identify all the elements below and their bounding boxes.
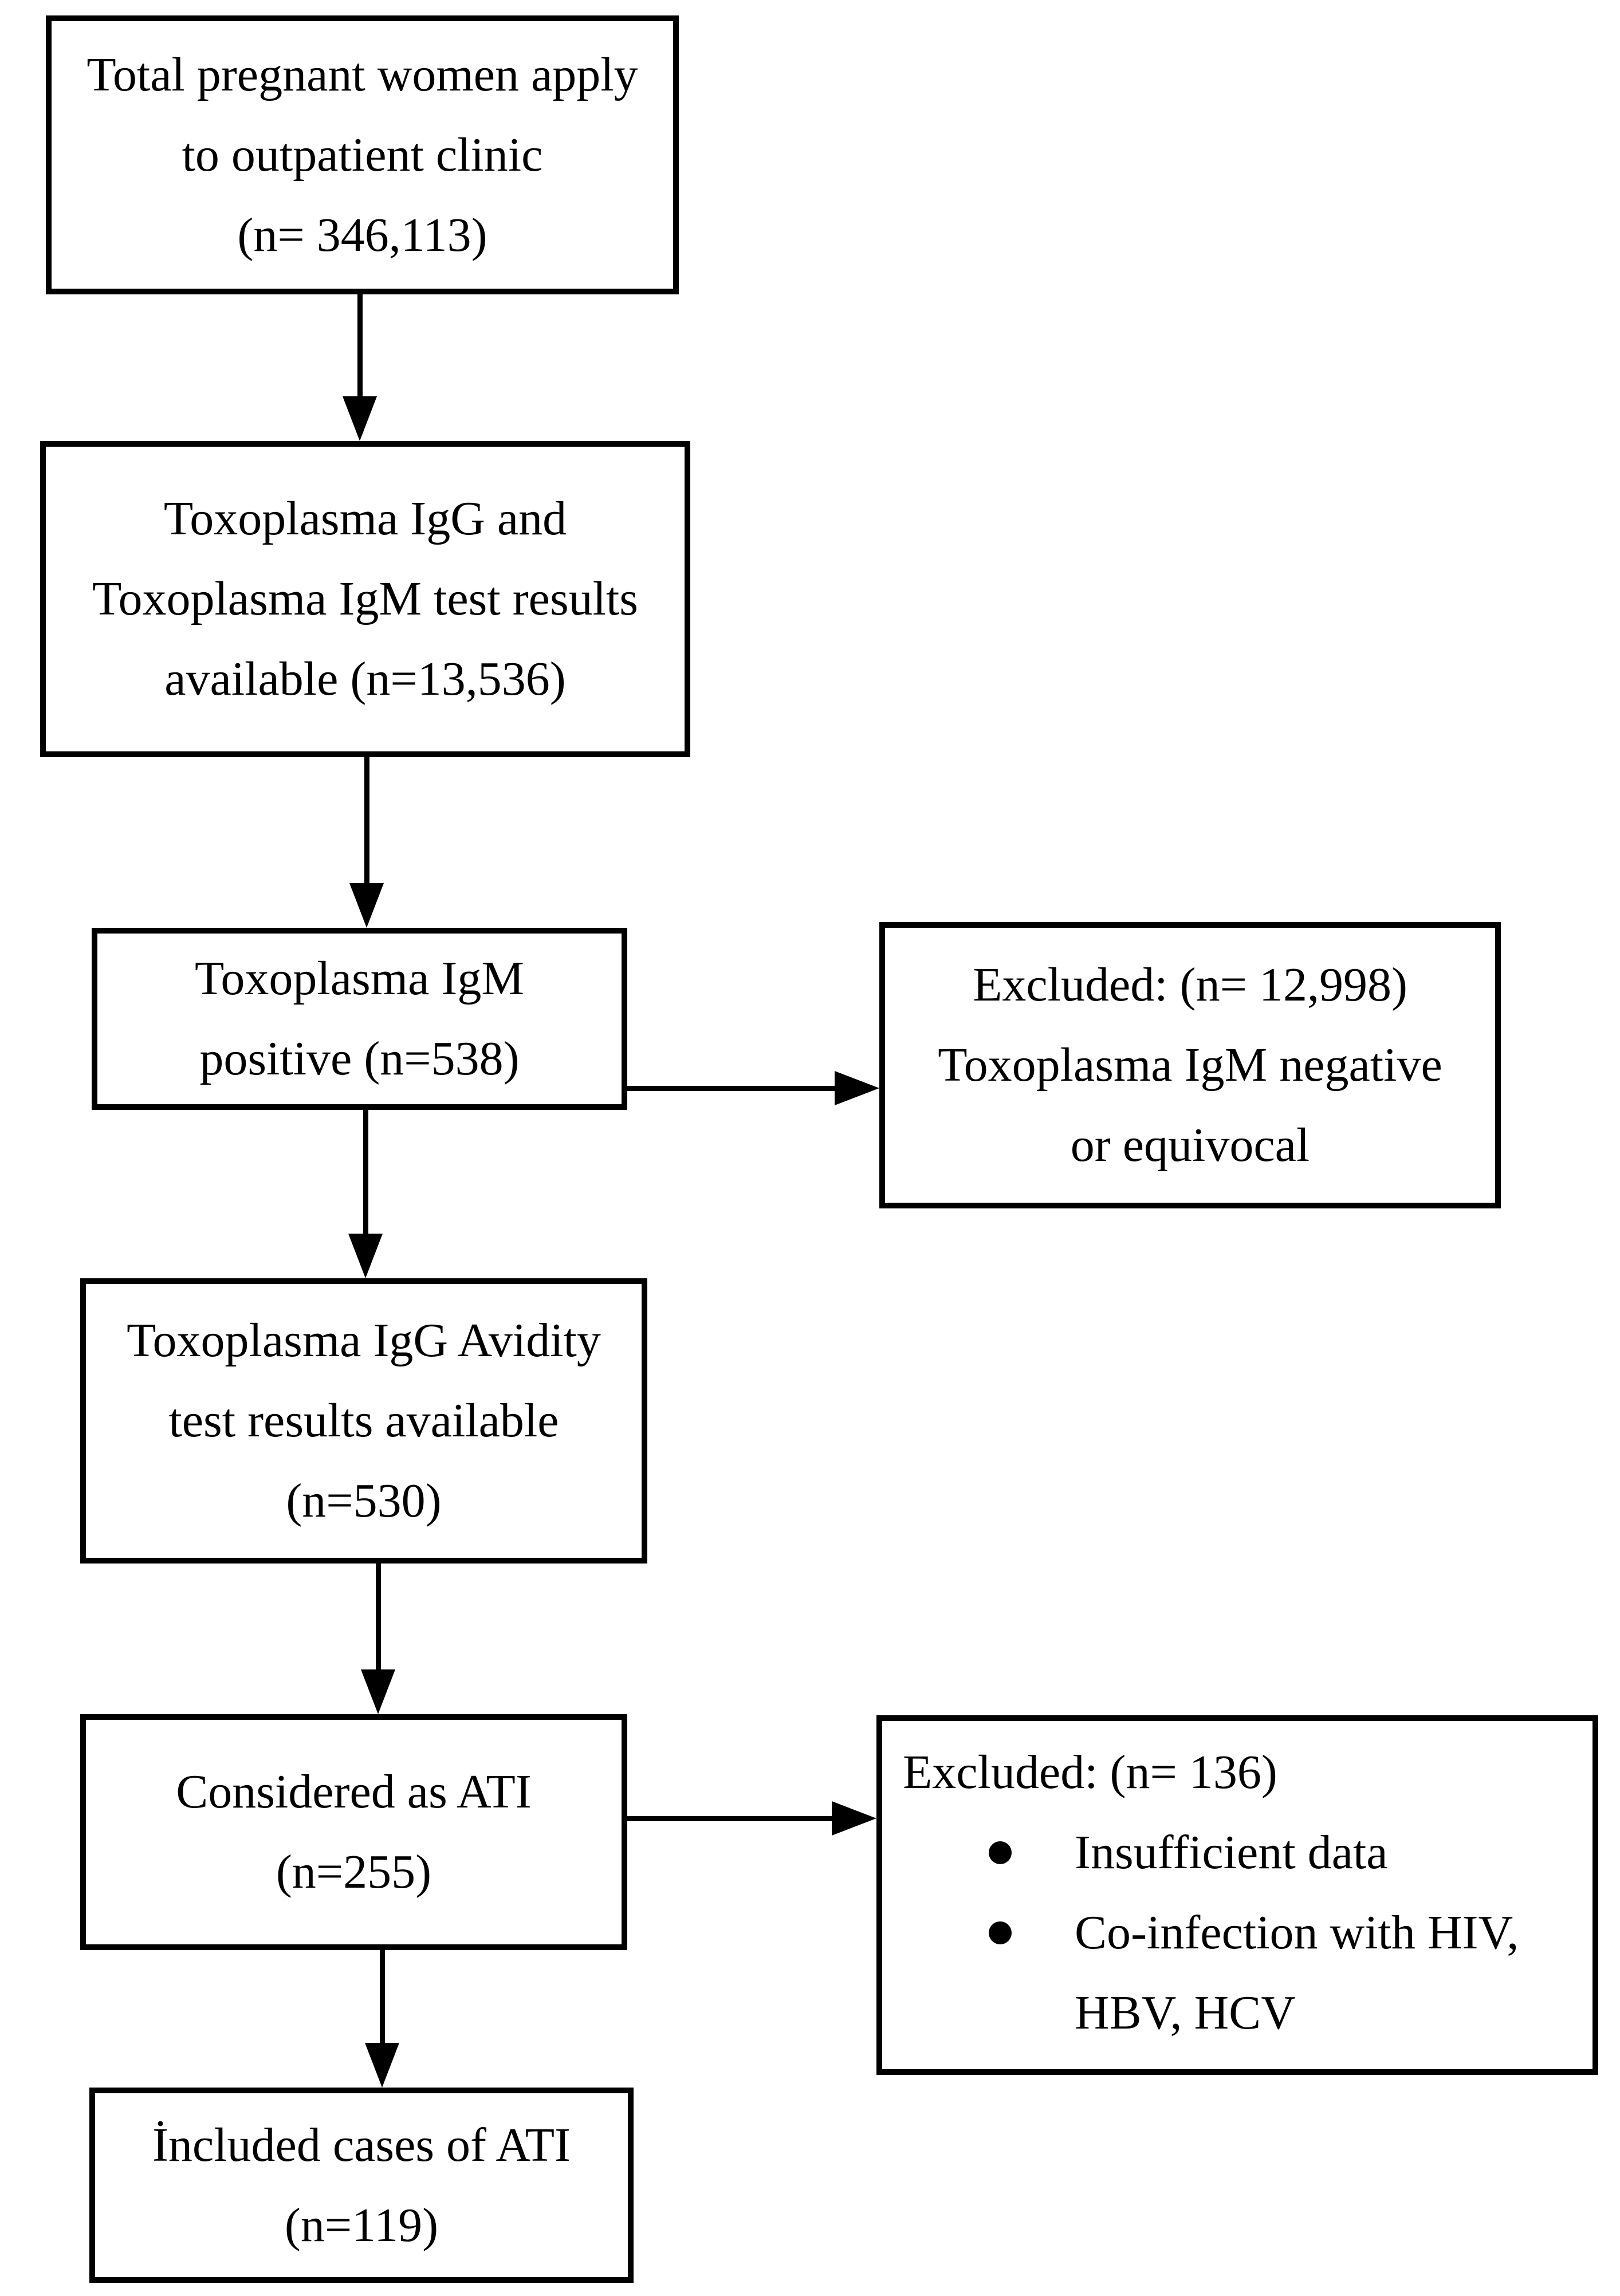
flow-box-considered-ati: Considered as ATI (n=255) <box>80 1714 627 1950</box>
excluded-box-ati-exclusions: Excluded: (n= 136) Insufficient data Co-… <box>876 1715 1598 2075</box>
box-text-line: Excluded: (n= 12,998) <box>973 958 1407 1011</box>
box-text-line: (n= 346,113) <box>237 208 487 262</box>
arrow-line <box>627 1816 832 1821</box>
arrow-right-icon <box>835 1071 879 1105</box>
arrow-right-icon <box>832 1801 876 1836</box>
arrow-line <box>376 1564 381 1669</box>
bullet-icon <box>989 1841 1012 1864</box>
arrow-line <box>380 1950 385 2043</box>
bullet-text: Insufficient data <box>1075 1826 1388 1879</box>
box-text-line: (n=255) <box>276 1845 432 1899</box>
box-text-line: Toxoplasma IgG and <box>163 492 567 545</box>
excluded-box-igm-negative: Excluded: (n= 12,998) Toxoplasma IgM neg… <box>879 922 1501 1208</box>
flow-box-igg-igm-test-results: Toxoplasma IgG and Toxoplasma IgM test r… <box>40 441 690 757</box>
flow-box-igg-avidity-results: Toxoplasma IgG Avidity test results avai… <box>80 1278 647 1564</box>
bullet-item: Insufficient data <box>903 1813 1388 1893</box>
arrow-down-icon <box>365 2043 399 2088</box>
box-text-line: positive (n=538) <box>199 1032 520 1085</box>
box-text-line: Toxoplasma IgM <box>194 952 525 1005</box>
bullet-text: Co-infection with HIV, HBV, HCV <box>1075 1906 1519 2039</box>
box-text-line: Toxoplasma IgM negative <box>938 1038 1442 1092</box>
box-text-line: Toxoplasma IgM test results <box>92 572 638 625</box>
box-text-line: Total pregnant women apply <box>86 48 638 101</box>
box-text-line: Considered as ATI <box>176 1765 532 1818</box>
arrow-down-icon <box>348 1234 383 1278</box>
arrow-line <box>364 757 369 883</box>
arrow-down-icon <box>361 1669 395 1714</box>
box-text-line: Excluded: (n= 136) <box>903 1746 1277 1799</box>
arrow-line <box>357 294 363 397</box>
box-text-line: to outpatient clinic <box>182 128 543 182</box>
arrow-line <box>627 1086 835 1091</box>
flow-box-igm-positive: Toxoplasma IgM positive (n=538) <box>92 928 627 1110</box>
bullet-icon <box>989 1921 1012 1944</box>
box-text-line: Toxoplasma IgG Avidity <box>127 1314 601 1367</box>
box-text-line: (n=119) <box>284 2198 439 2252</box>
arrow-line <box>363 1110 368 1234</box>
bullet-item: Co-infection with HIV, HBV, HCV <box>903 1893 1581 2053</box>
box-text-line: or equivocal <box>1070 1119 1310 1172</box>
arrow-down-icon <box>349 883 384 928</box>
box-text-line: (n=530) <box>286 1474 442 1527</box>
flow-box-total-pregnant-women: Total pregnant women apply to outpatient… <box>46 15 679 294</box>
arrow-down-icon <box>343 396 377 441</box>
box-text-line: test results available <box>168 1394 559 1447</box>
box-text-line: İncluded cases of ATI <box>152 2118 571 2172</box>
flow-box-included-ati: İncluded cases of ATI (n=119) <box>89 2088 634 2283</box>
box-text-line: available (n=13,536) <box>164 652 566 706</box>
